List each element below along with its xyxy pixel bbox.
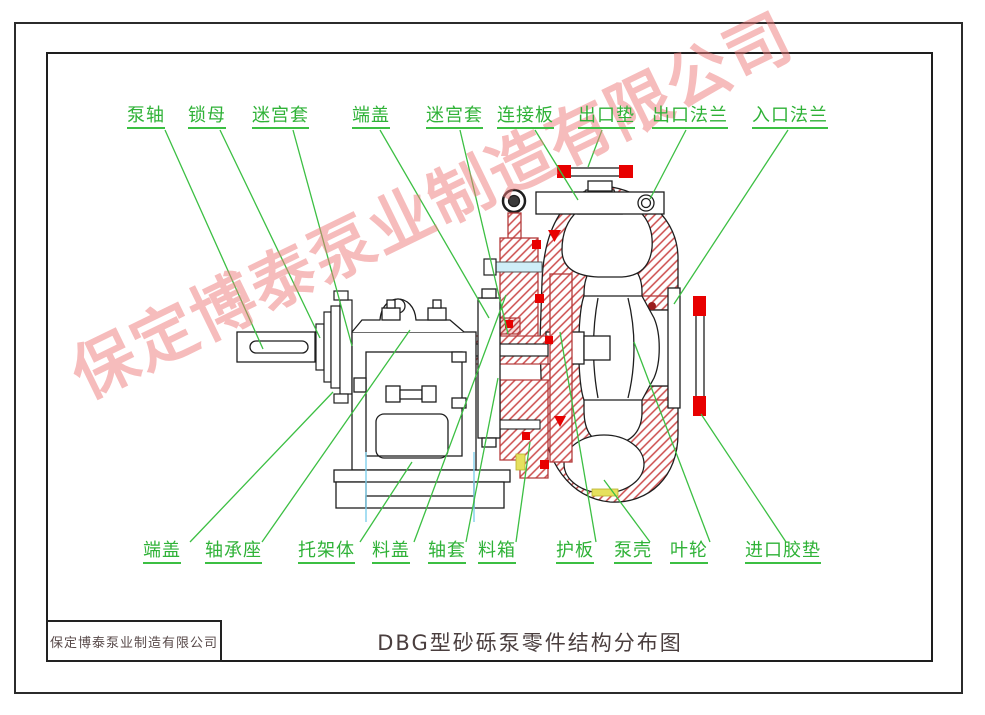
leader-inlet-flange [673, 129, 789, 305]
sheet-outer-border [14, 22, 963, 694]
label-guard-plate: 护板 [556, 541, 594, 564]
leader-outlet-gasket [587, 129, 603, 168]
leader-end-cover-top [379, 129, 490, 319]
outlet-gasket-part [557, 165, 633, 178]
label-outlet-flange: 出口法兰 [652, 106, 728, 129]
red-accents [505, 230, 566, 469]
label-end-cover-bottom: 端盖 [143, 541, 181, 564]
leader-labyrinth-left [292, 129, 353, 347]
bearing-bracket [333, 298, 511, 509]
label-pump-shaft: 泵轴 [127, 106, 165, 129]
connection-plate-part [501, 188, 665, 240]
leader-labyrinth-right [459, 129, 509, 335]
leader-lines [164, 129, 789, 543]
leader-inlet-gasket [700, 413, 787, 543]
pump-casing-part [539, 185, 679, 503]
label-end-cover-top: 端盖 [352, 106, 390, 129]
leader-connection-plate [534, 129, 579, 201]
label-shaft-sleeve: 轴套 [428, 541, 466, 564]
pump-end-cover [477, 288, 501, 448]
leader-shaft-sleeve [465, 377, 499, 543]
label-inlet-rubber-gasket: 进口胶垫 [745, 541, 821, 564]
guard-plate-part [549, 273, 573, 463]
leader-impeller [633, 341, 711, 543]
label-inlet-flange: 入口法兰 [752, 106, 828, 129]
title-block-company: 保定博泰泵业制造有限公司 [46, 620, 222, 662]
label-material-cover: 料盖 [372, 541, 410, 564]
label-pump-casing: 泵壳 [614, 541, 652, 564]
leader-material-box [515, 441, 531, 543]
leader-bracket-body [359, 461, 413, 543]
bearing-end-cover-left [315, 290, 353, 404]
yellow-highlights [515, 453, 619, 497]
leader-outlet-flange [649, 129, 687, 200]
sheet-inner-border [46, 52, 933, 662]
label-lock-nut: 锁母 [188, 106, 226, 129]
leader-pump-shaft [164, 129, 264, 350]
leader-pump-casing [603, 479, 651, 543]
leader-guard-plate [559, 331, 597, 543]
leader-bearing-seat [261, 329, 411, 543]
label-labyrinth-sleeve-left: 迷宫套 [252, 106, 309, 129]
leader-end-cover-bottom [189, 391, 334, 543]
leader-lock-nut [219, 129, 321, 339]
label-bearing-seat: 轴承座 [205, 541, 262, 564]
label-impeller: 叶轮 [670, 541, 708, 564]
label-connection-plate: 连接板 [497, 106, 554, 129]
inlet-gasket-part [693, 296, 706, 416]
drawing-title: DBG型砂砾泵零件结构分布图 [377, 631, 683, 655]
label-labyrinth-sleeve-right: 迷宫套 [426, 106, 483, 129]
shaft-part [236, 331, 326, 363]
leader-material-cover [413, 294, 507, 543]
label-material-box: 料箱 [478, 541, 516, 564]
centerlines [365, 452, 475, 522]
label-bracket-body: 托架体 [298, 541, 355, 564]
label-outlet-gasket: 出口垫 [578, 106, 635, 129]
